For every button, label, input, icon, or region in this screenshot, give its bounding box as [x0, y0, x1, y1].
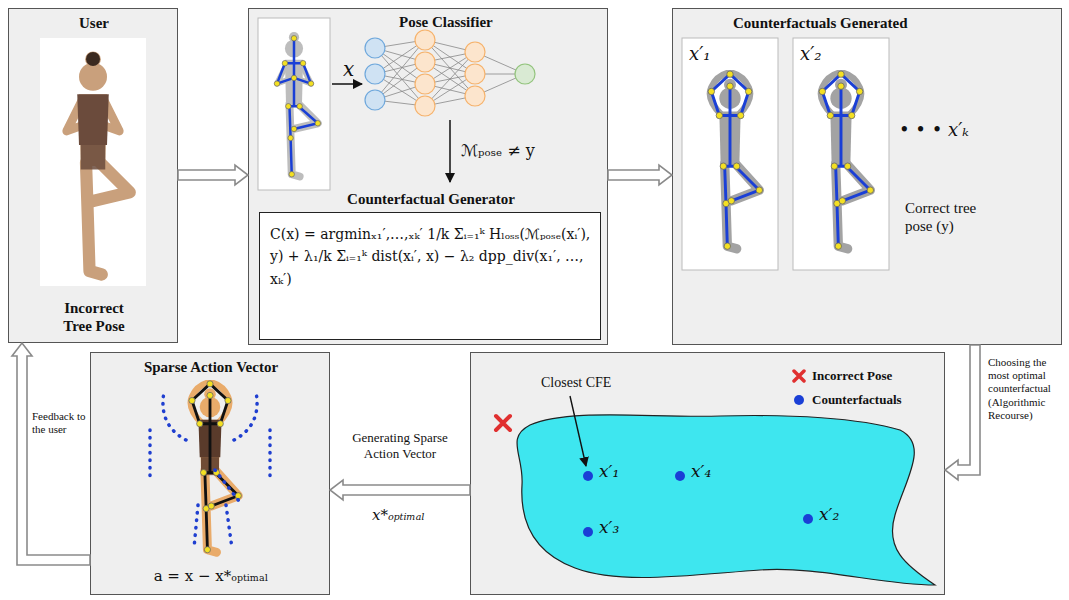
objective-formula: C(x) = argminₓ₁′,…,ₓₖ′ 1/k Σᵢ₌₁ᵏ Hₗₒₛₛ(ℳ…	[270, 223, 592, 290]
input-arrow	[332, 83, 362, 85]
pose-skeleton	[819, 71, 873, 249]
flow-arrow	[178, 165, 248, 185]
circle-part	[365, 64, 385, 84]
input-image	[258, 18, 330, 190]
classifier-panel: Pose Classifier xℳₚₒₛₑ ≠ y Counterfactual …	[248, 8, 608, 345]
panel-title: Sparse Action Vector	[91, 358, 331, 376]
user-clothes	[77, 94, 109, 169]
legend-text: Counterfactuals	[812, 392, 902, 408]
input-panel: UserIncorrect Tree Pose	[8, 8, 178, 343]
counterfactual-panel: Counterfactuals Generated x′₁ x′₂ • • • x′ₖ…	[672, 8, 1062, 345]
photo-ground	[40, 38, 146, 286]
signal-label: x	[343, 57, 354, 81]
flow-arrow	[330, 480, 470, 500]
leader-line	[570, 396, 586, 466]
action-formula: a = x − x*ₒₚₜᵢₘₐₗ	[91, 567, 331, 585]
legend-sample	[792, 393, 806, 407]
legend-item: Counterfactuals	[792, 388, 902, 412]
panel-title: Pose Classifier	[399, 13, 493, 31]
pose-body	[821, 73, 870, 249]
point-label: x′₄	[691, 461, 711, 481]
pose-skeleton	[708, 71, 762, 249]
panel-caption: Correct tree pose (y)	[905, 199, 1005, 235]
circle-part	[675, 471, 685, 481]
circle-part	[465, 86, 485, 106]
action-dots	[150, 392, 270, 548]
circle-part	[365, 90, 385, 110]
callout-label: Closest CFE	[541, 375, 611, 392]
hidden-layer	[415, 30, 485, 116]
panel-title: User	[9, 14, 179, 32]
edge-label: Feedback to the user	[32, 410, 88, 436]
flow-arrow	[12, 343, 90, 565]
dot-marker	[794, 395, 804, 405]
output-arrow	[449, 120, 451, 182]
counterfactual-image	[793, 38, 889, 270]
legend-sample	[792, 369, 806, 383]
circle-part	[583, 527, 593, 537]
circle-part	[465, 64, 485, 84]
point-label: x′₁	[599, 461, 619, 481]
circle-part	[583, 471, 593, 481]
flow-arrow	[945, 345, 980, 480]
signal-label: ℳₚₒₛₑ ≠ y	[461, 141, 535, 160]
circle-part	[365, 38, 385, 58]
pose-skeleton	[274, 36, 320, 177]
incorrect-pose-mark	[496, 416, 510, 430]
user-figure	[40, 38, 146, 286]
counterfactual-image	[682, 38, 778, 270]
image-frame	[682, 38, 778, 270]
image-label: x′₂	[800, 43, 821, 65]
neural-network	[365, 30, 535, 116]
input-layer	[365, 38, 385, 110]
network-weights	[375, 40, 525, 106]
point-label: x′₃	[599, 517, 619, 537]
legend-item: Incorrect Pose	[792, 364, 902, 388]
image-label: x′₁	[689, 43, 710, 65]
user-body	[67, 51, 130, 274]
circle-part	[803, 514, 813, 524]
formula-box: Counterfactual GeneratorC(x) = argminₓ₁′…	[259, 212, 601, 340]
flow-arrow	[608, 165, 672, 185]
edge-label: Generating Sparse Action Vector	[345, 430, 455, 461]
point-label: x′₂	[819, 504, 839, 524]
user-hair	[86, 52, 100, 66]
output-node	[515, 64, 535, 84]
panel-title: Counterfactuals Generated	[733, 14, 908, 32]
signal-label: x*ₒₚₜᵢₘₐₗ	[372, 506, 425, 524]
action-clothes	[198, 420, 221, 475]
cross-marker	[794, 371, 804, 381]
image-label: • • • x′ₖ	[899, 119, 969, 141]
action-body	[191, 383, 239, 553]
counterfactual-points	[583, 471, 813, 537]
image-frame	[258, 18, 330, 190]
circle-part	[415, 74, 435, 94]
action-figure	[150, 381, 270, 553]
action-skeleton	[189, 381, 241, 553]
valid-region	[517, 415, 935, 585]
pose-body	[277, 32, 318, 177]
circle-part	[415, 52, 435, 72]
circle-part	[465, 42, 485, 62]
legend: Incorrect PoseCounterfactuals	[792, 364, 902, 412]
legend-text: Incorrect Pose	[812, 368, 892, 384]
circle-part	[415, 96, 435, 116]
panel-caption: Incorrect Tree Pose	[49, 299, 139, 335]
recourse-panel: Closest CFE x′₁ x′₄ x′₃ x′₂	[470, 352, 945, 595]
circle-part	[415, 30, 435, 50]
box-heading: Counterfactual Generator	[260, 190, 602, 208]
image-frame	[793, 38, 889, 270]
edge-label: Choosing the most optimal counterfactual…	[988, 356, 1062, 422]
pose-body	[710, 73, 759, 249]
action-panel: Sparse Action Vector a = x − x*ₒₚₜᵢₘₐₗ	[90, 352, 330, 595]
